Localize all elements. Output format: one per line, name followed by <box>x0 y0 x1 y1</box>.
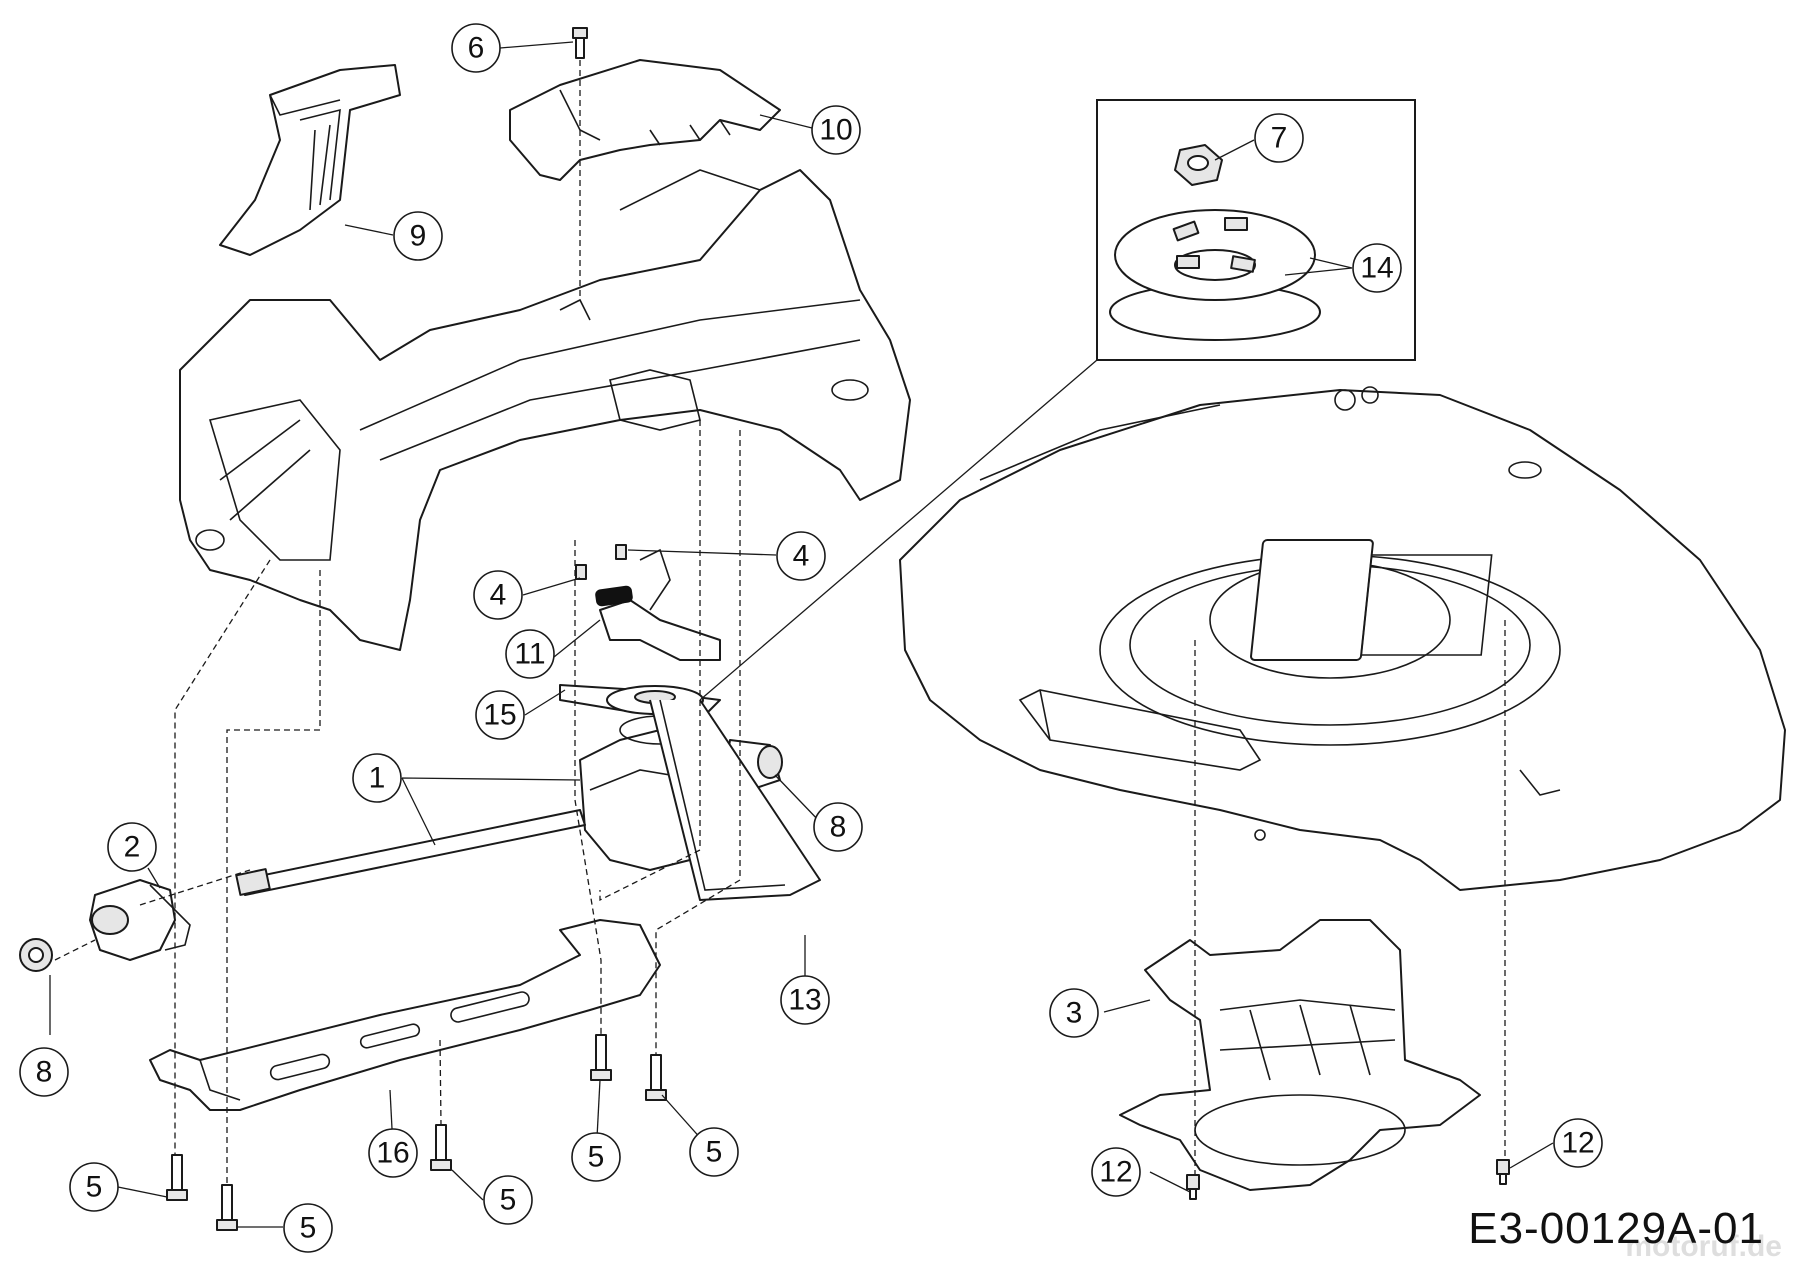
spring-bracket-11 <box>595 548 721 661</box>
mower-deck <box>899 386 1786 891</box>
callout-7: 7 <box>1254 113 1304 163</box>
callout-9: 9 <box>393 211 443 261</box>
screws-part-5 <box>166 1034 667 1231</box>
callout-5-b: 5 <box>283 1203 333 1253</box>
svg-text:5: 5 <box>500 1184 517 1217</box>
diagram-code: E3-00129A-01 <box>1468 1204 1764 1253</box>
callout-8-left: 8 <box>19 1047 69 1097</box>
svg-text:9: 9 <box>410 220 427 253</box>
svg-text:12: 12 <box>1561 1127 1594 1160</box>
callout-5-c: 5 <box>483 1175 533 1225</box>
svg-text:2: 2 <box>124 831 141 864</box>
callout-10: 10 <box>811 105 861 155</box>
callout-5-d: 5 <box>571 1132 621 1182</box>
svg-text:1: 1 <box>369 762 386 795</box>
watermark-text: motoruf.de <box>1625 1230 1782 1263</box>
callout-15: 15 <box>475 690 525 740</box>
callout-4-right: 4 <box>776 531 826 581</box>
svg-text:3: 3 <box>1066 997 1083 1030</box>
callout-11: 11 <box>505 629 555 679</box>
axle-shaft <box>235 809 586 896</box>
callout-3: 3 <box>1049 988 1099 1038</box>
svg-text:8: 8 <box>36 1056 53 1089</box>
chute-part-3 <box>1119 919 1481 1191</box>
base-plate-16 <box>149 919 661 1111</box>
cover-part-10 <box>509 59 781 181</box>
rear-housing-part <box>179 169 911 651</box>
callout-1: 1 <box>352 753 402 803</box>
callout-2: 2 <box>107 822 157 872</box>
svg-text:5: 5 <box>86 1171 103 1204</box>
svg-text:7: 7 <box>1271 122 1288 155</box>
callout-14: 14 <box>1352 243 1402 293</box>
callout-13: 13 <box>780 975 830 1025</box>
bolt-6 <box>572 27 588 59</box>
svg-text:12: 12 <box>1099 1156 1132 1189</box>
svg-text:11: 11 <box>514 638 545 671</box>
screws-part-12 <box>1186 1159 1510 1200</box>
callout-5-e: 5 <box>689 1127 739 1177</box>
gear-part-8-left <box>19 938 53 972</box>
drive-belt-13 <box>649 699 821 901</box>
screws-part-4 <box>575 544 627 580</box>
svg-text:6: 6 <box>468 32 485 65</box>
svg-text:5: 5 <box>706 1136 723 1169</box>
svg-text:15: 15 <box>483 699 516 732</box>
svg-text:13: 13 <box>788 984 821 1017</box>
callout-6: 6 <box>451 23 501 73</box>
callout-8-right: 8 <box>813 802 863 852</box>
svg-text:4: 4 <box>793 540 810 573</box>
alignment-lines <box>54 60 1506 1185</box>
nut-part-7 <box>1174 144 1223 186</box>
svg-text:14: 14 <box>1360 252 1393 285</box>
bracket-part-9 <box>219 64 401 256</box>
svg-text:16: 16 <box>376 1137 409 1170</box>
callout-5-a: 5 <box>69 1162 119 1212</box>
svg-text:5: 5 <box>300 1212 317 1245</box>
svg-text:10: 10 <box>819 114 852 147</box>
svg-text:8: 8 <box>830 811 847 844</box>
callout-12-right: 12 <box>1553 1118 1603 1168</box>
blade-adapter-14 <box>1109 209 1321 341</box>
svg-text:5: 5 <box>588 1141 605 1174</box>
callout-16: 16 <box>368 1128 418 1178</box>
svg-text:4: 4 <box>490 579 507 612</box>
callout-4-left: 4 <box>473 570 523 620</box>
callout-12-left: 12 <box>1091 1147 1141 1197</box>
